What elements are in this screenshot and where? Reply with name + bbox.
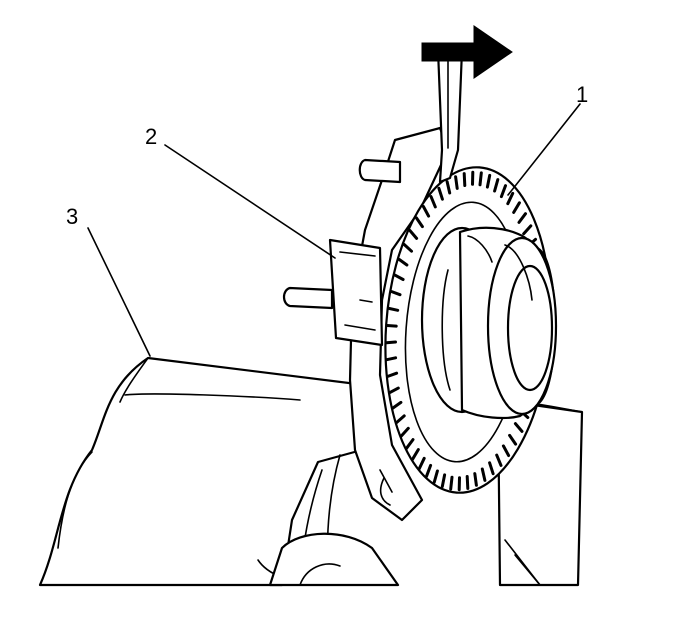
ring-tooth xyxy=(385,324,398,328)
leader-line-1 xyxy=(507,103,581,196)
ring-tooth xyxy=(485,173,492,189)
ring-tooth xyxy=(478,171,483,187)
ring-tooth xyxy=(421,205,431,218)
ring-tooth xyxy=(493,178,500,193)
ring-tooth xyxy=(513,422,524,433)
ring-tooth xyxy=(488,461,495,476)
hub-flange xyxy=(282,126,450,522)
ring-tooth xyxy=(522,224,533,236)
callout-2: 2 xyxy=(145,124,157,149)
ring-tooth xyxy=(429,195,437,209)
ring-tooth xyxy=(391,400,403,410)
ring-tooth xyxy=(405,438,415,450)
ring-tooth xyxy=(411,448,420,461)
ring-tooth xyxy=(414,216,424,229)
ring-tooth xyxy=(517,212,527,224)
leader-line-3 xyxy=(87,227,151,357)
ring-tooth xyxy=(385,340,397,345)
ring-tooth xyxy=(462,172,467,187)
ring-tooth xyxy=(408,229,419,240)
ring-tooth xyxy=(397,257,409,267)
ring-tooth xyxy=(480,467,487,482)
knuckle-casting xyxy=(38,356,400,587)
ring-tooth xyxy=(506,191,515,206)
ring-tooth xyxy=(454,175,459,190)
leader-line-2 xyxy=(164,144,336,259)
ring-tooth xyxy=(465,475,470,490)
callout-3: 3 xyxy=(66,204,78,229)
ring-tooth xyxy=(499,184,507,199)
bearing-hub xyxy=(420,226,558,420)
ring-tooth xyxy=(395,414,406,425)
direction-arrow-icon xyxy=(421,25,513,79)
ring-tooth xyxy=(512,201,521,214)
ring-tooth xyxy=(387,306,400,312)
ring-tooth xyxy=(495,453,503,467)
ring-tooth xyxy=(425,463,433,478)
callout-1: 1 xyxy=(576,82,588,107)
ring-tooth xyxy=(385,356,398,362)
ring-tooth xyxy=(501,444,511,457)
ring-tooth xyxy=(388,386,400,395)
ring-tooth xyxy=(508,433,518,446)
ring-tooth xyxy=(402,243,413,253)
ring-tooth xyxy=(449,475,454,491)
ring-tooth xyxy=(389,290,402,297)
ring-tooth xyxy=(445,180,452,195)
ring-tooth xyxy=(399,426,410,438)
ring-tooth xyxy=(393,273,405,281)
pry-tool xyxy=(436,48,464,184)
ring-tooth xyxy=(473,472,478,487)
ring-tooth xyxy=(386,371,399,378)
ring-tooth xyxy=(417,456,426,471)
ring-tooth xyxy=(432,469,439,484)
ring-tooth xyxy=(437,186,444,201)
ring-tooth xyxy=(440,473,447,489)
